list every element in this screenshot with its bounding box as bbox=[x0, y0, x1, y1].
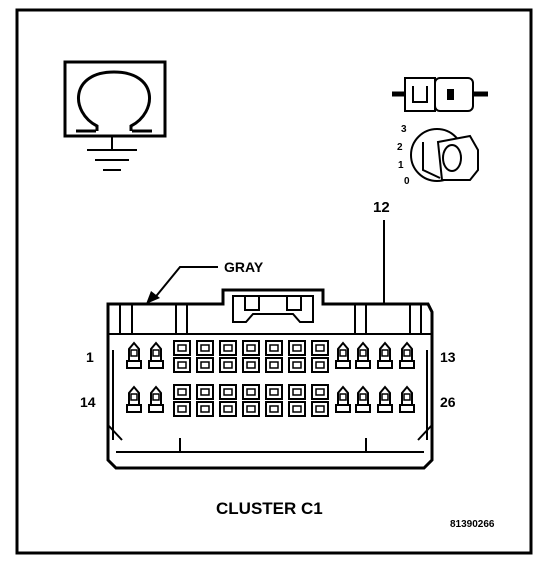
pin-cavity-21 bbox=[288, 384, 306, 417]
key-position-2: 2 bbox=[397, 142, 403, 153]
pin-label-14: 14 bbox=[80, 394, 96, 410]
pin-cavity-25 bbox=[377, 385, 393, 413]
pin-cavity-20 bbox=[265, 384, 283, 417]
pin-cavity-24 bbox=[355, 385, 371, 413]
pin-cavity-2 bbox=[148, 341, 164, 369]
ignition-key-icon: 3 2 1 0 bbox=[397, 124, 479, 187]
pin-cavity-5 bbox=[219, 340, 237, 373]
connector-color-label: GRAY bbox=[224, 259, 264, 275]
pin-cavity-6 bbox=[242, 340, 260, 373]
connector-housing bbox=[106, 288, 434, 470]
pin-cavity-9 bbox=[311, 340, 329, 373]
pin-cavity-11 bbox=[355, 341, 371, 369]
connector-name: CLUSTER C1 bbox=[216, 499, 323, 518]
pin-cavity-16 bbox=[173, 384, 191, 417]
pin-label-1: 1 bbox=[86, 349, 94, 365]
pin-cavity-26 bbox=[399, 385, 415, 413]
pin-cavity-19 bbox=[242, 384, 260, 417]
pin-label-13: 13 bbox=[440, 349, 456, 365]
pin-callout-label: 12 bbox=[373, 199, 390, 216]
ohmmeter-ground-icon bbox=[63, 60, 167, 171]
pin-cavity-8 bbox=[288, 340, 306, 373]
figure-id: 81390266 bbox=[450, 519, 495, 530]
key-position-3: 3 bbox=[401, 124, 407, 135]
pin-cavity-7 bbox=[265, 340, 283, 373]
key-position-1: 1 bbox=[398, 160, 404, 171]
connector-plug-icon bbox=[392, 77, 488, 112]
pin-cavity-10 bbox=[335, 341, 351, 369]
key-position-0: 0 bbox=[404, 176, 410, 187]
pin-cavity-22 bbox=[311, 384, 329, 417]
gray-callout-arrow bbox=[146, 266, 218, 304]
pin-cavity-18 bbox=[219, 384, 237, 417]
pin-cavity-17 bbox=[196, 384, 214, 417]
pin-cavity-14 bbox=[126, 385, 142, 413]
pin-cavity-12 bbox=[377, 341, 393, 369]
pin-cavity-3 bbox=[173, 340, 191, 373]
pin-cavity-23 bbox=[335, 385, 351, 413]
pin-cavities bbox=[126, 340, 415, 417]
pin-cavity-13 bbox=[399, 341, 415, 369]
pin-cavity-1 bbox=[126, 341, 142, 369]
pin-label-26: 26 bbox=[440, 394, 456, 410]
pin-cavity-4 bbox=[196, 340, 214, 373]
pin-cavity-15 bbox=[148, 385, 164, 413]
